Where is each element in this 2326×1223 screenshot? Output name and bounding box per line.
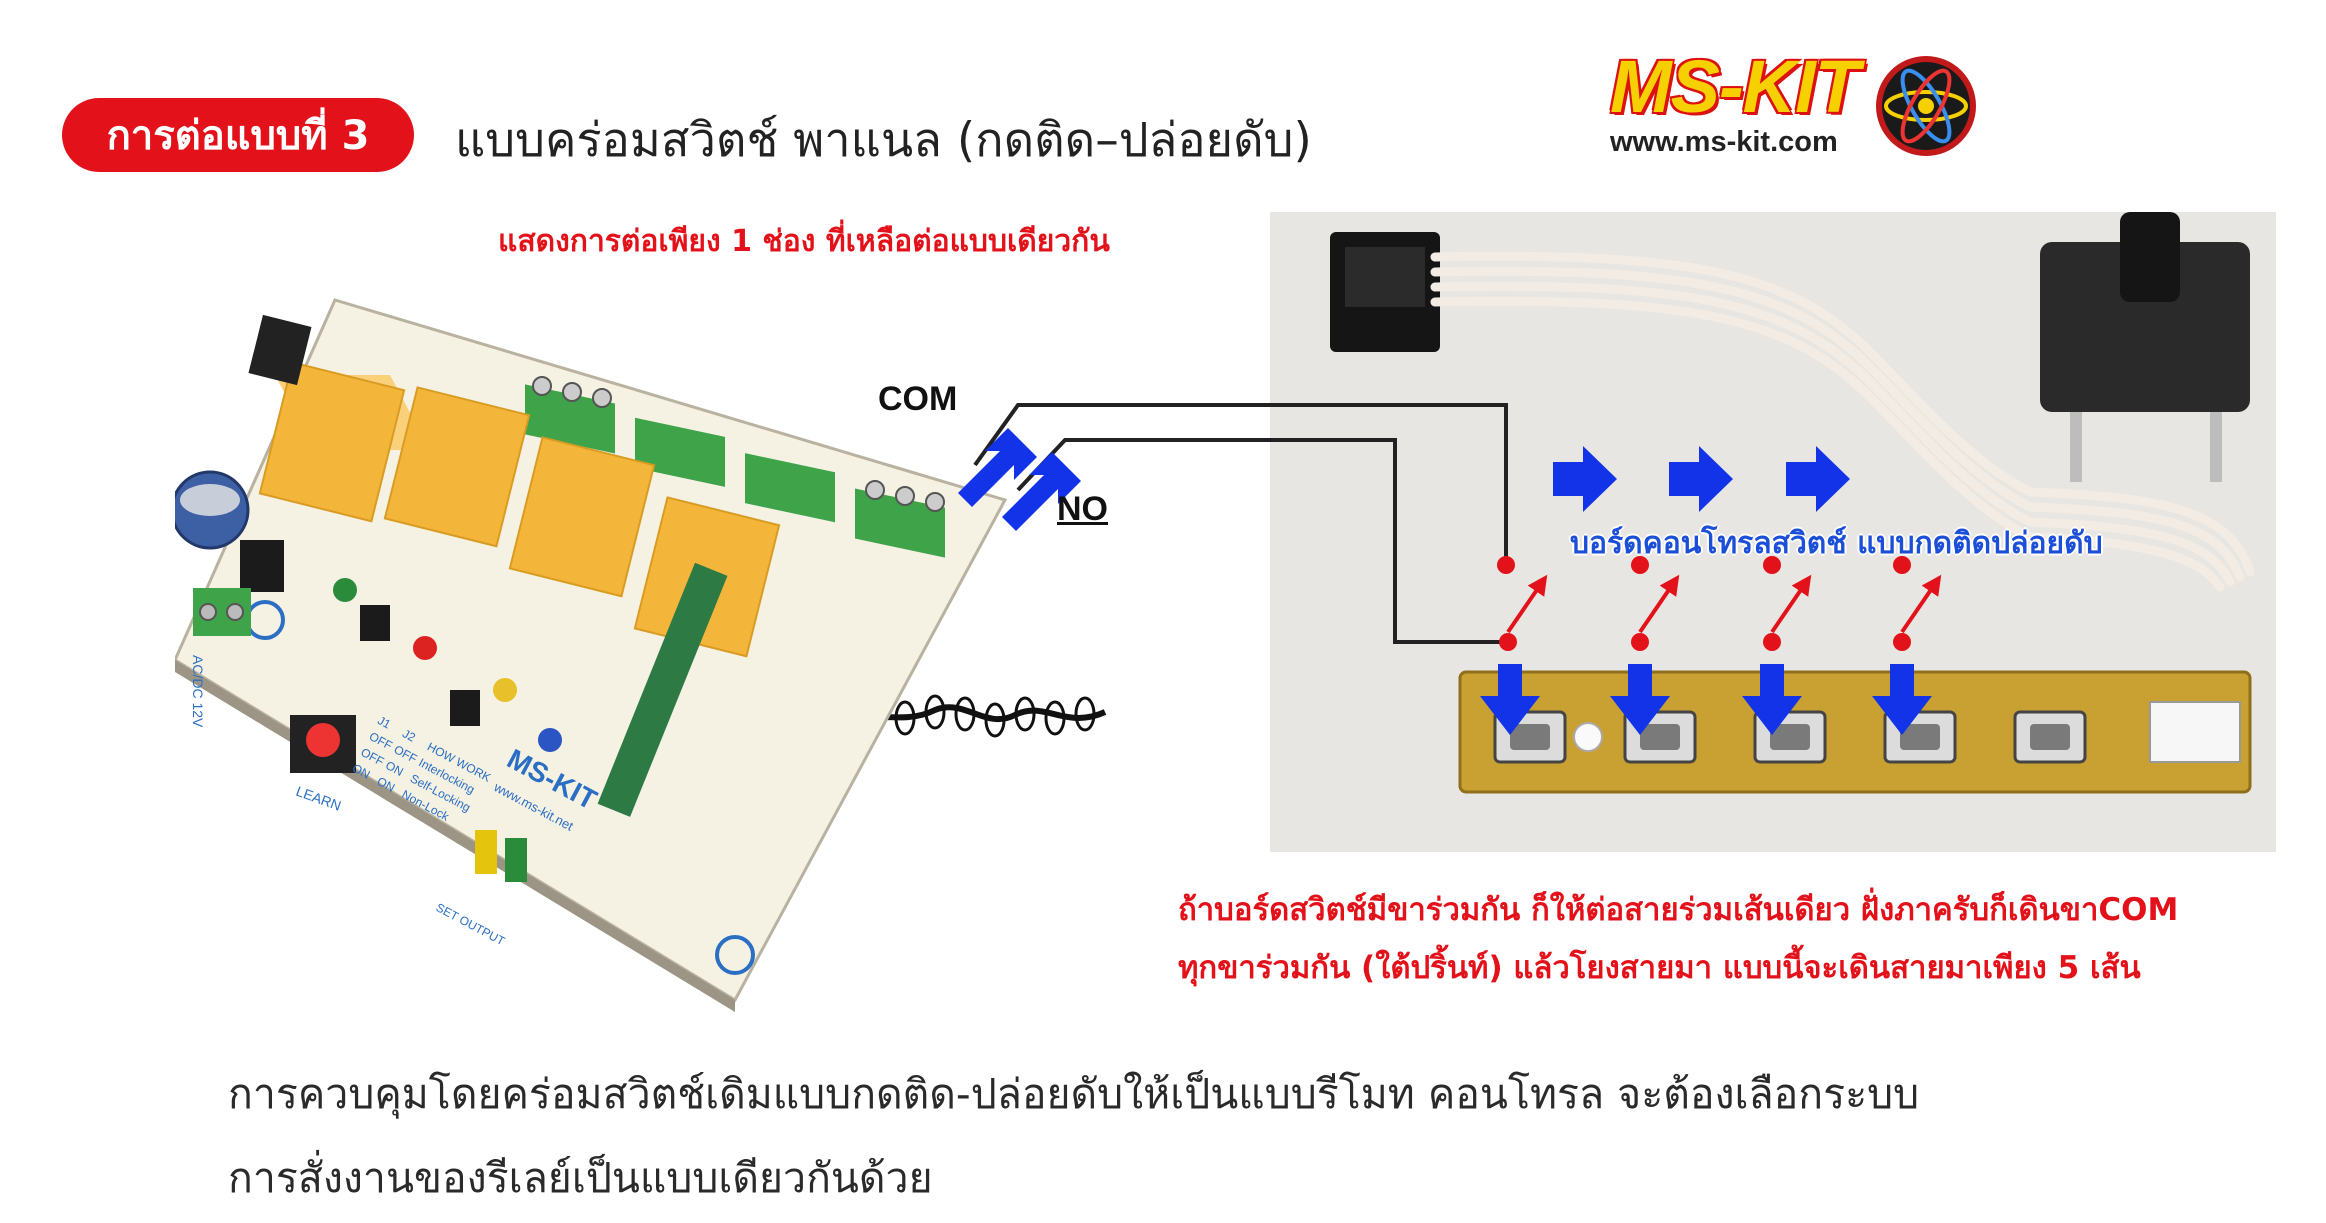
switch-board-caption: บอร์ดคอนโทรลสวิตช์ แบบกดติดปล่อยดับ <box>1570 526 2103 561</box>
receiver-board-photo: AC/DC 12V LEARN MS-KIT www.ms-kit.net SE… <box>175 298 1107 1012</box>
channel-note: แสดงการต่อเพียง 1 ช่อง ที่เหลือต่อแบบเดี… <box>498 224 1110 259</box>
connection-badge: การต่อแบบที่ 3 <box>62 98 414 172</box>
shared-pin-note-line2: ทุกขาร่วมกัน (ใต้ปริ้นท์) แล้วโยงสายมา แ… <box>1178 950 2141 986</box>
output-terminal <box>855 488 945 558</box>
description-line1: การควบคุมโดยคร่อมสวิตช์เดิมแบบกดติด-ปล่อ… <box>228 1070 1920 1118</box>
page-title: แบบคร่อมสวิตช์ พาแนล (กดติด–ปล่อยดับ) <box>455 113 1312 168</box>
com-label: COM <box>878 380 958 418</box>
learn-silk: LEARN <box>294 783 343 814</box>
logo-brand: MS-KIT <box>1610 45 1860 128</box>
svg-text:J2: J2 <box>400 726 418 744</box>
antenna-coil <box>793 694 1107 738</box>
set-output-silk: SET OUTPUT <box>434 900 508 948</box>
mode-table: J1 J2 HOW WORK OFF OFF Interlocking OFF … <box>350 713 493 824</box>
logo-url: www.ms-kit.com <box>1610 126 1838 158</box>
terminal-blocks <box>525 376 945 558</box>
no-label: NO <box>1057 490 1108 528</box>
pcb-connector <box>2149 701 2241 763</box>
led <box>1573 722 1603 752</box>
atom-icon <box>1876 56 1976 156</box>
power-silk: AC/DC 12V <box>190 655 206 728</box>
brand-logo: MS-KIT www.ms-kit.com <box>1610 50 1980 170</box>
tact-switch-photo <box>2040 212 2250 482</box>
shared-pin-note-line1: ถ้าบอร์ดสวิตช์มีขาร่วมกัน ก็ให้ต่อสายร่ว… <box>1178 892 2179 928</box>
description-line2: การสั่งงานของรีเลย์เป็นแบบเดียวกันด้วย <box>228 1154 933 1202</box>
svg-text:J1: J1 <box>375 713 393 731</box>
